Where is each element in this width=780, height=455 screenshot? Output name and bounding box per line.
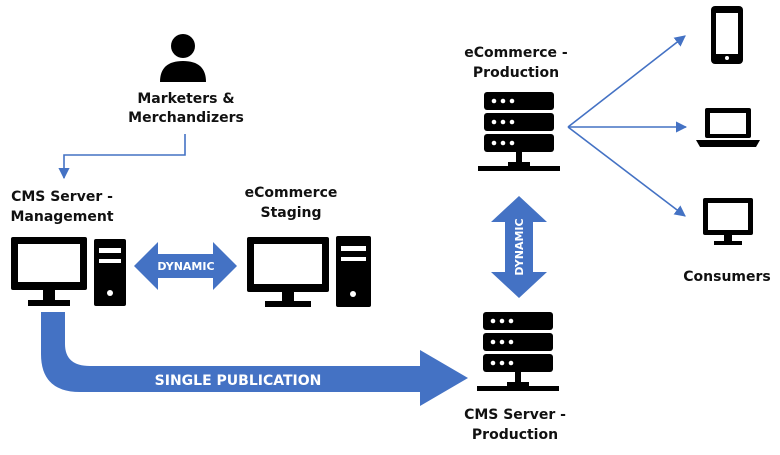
cms-production-label-line1: CMS Server -: [464, 407, 566, 423]
marketers-label-line2: Merchandizers: [128, 110, 244, 126]
cms-production-server-icon: [477, 312, 559, 391]
consumers-label: Consumers: [683, 269, 770, 285]
ecom-production-server-icon: [478, 92, 560, 171]
consumer-connectors: [567, 35, 688, 217]
cms-management-workstation-icon: [11, 237, 126, 306]
computer-tower-icon: [336, 236, 371, 307]
desktop-monitor-icon: [247, 237, 329, 307]
dynamic-horizontal-arrow: DYNAMIC: [134, 242, 237, 290]
staging-workstation-icon: [247, 236, 371, 307]
desktop-monitor-icon: [11, 237, 87, 306]
dynamic-horizontal-label: DYNAMIC: [157, 260, 214, 273]
marketers-label-line1: Marketers &: [137, 91, 234, 107]
ecom-production-label-line2: Production: [473, 65, 559, 81]
person-icon: [160, 34, 206, 82]
mobile-phone-icon: [711, 6, 743, 64]
cms-management-label-line2: Management: [10, 209, 113, 225]
dynamic-vertical-label: DYNAMIC: [513, 218, 526, 275]
marketers-to-cms-connector: [58, 134, 186, 180]
staging-label-line2: Staging: [260, 205, 321, 221]
computer-tower-icon: [94, 239, 126, 306]
cms-production-label-line2: Production: [472, 427, 558, 443]
laptop-icon: [696, 108, 760, 147]
monitor-icon: [703, 198, 753, 245]
single-publication-arrow: SINGLE PUBLICATION: [41, 312, 468, 406]
ecom-production-label-line1: eCommerce -: [464, 45, 568, 61]
single-publication-label: SINGLE PUBLICATION: [155, 373, 322, 389]
dynamic-vertical-arrow: DYNAMIC: [491, 196, 547, 298]
cms-management-label-line1: CMS Server -: [11, 189, 113, 205]
staging-label-line1: eCommerce: [245, 185, 338, 201]
